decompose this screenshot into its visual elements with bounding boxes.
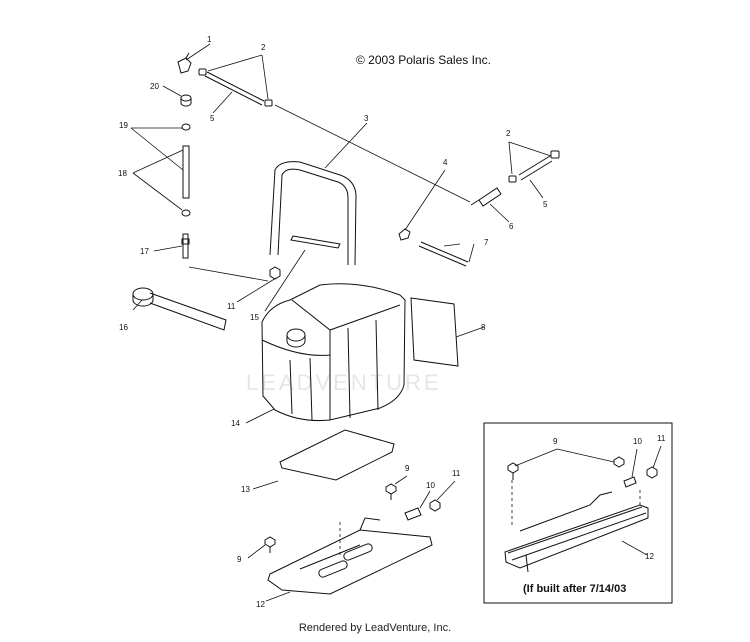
vent-valve-part-4[interactable] xyxy=(398,228,411,241)
callout-16: 16 xyxy=(119,323,128,332)
inset-callout-11: 11 xyxy=(657,434,666,443)
callout-20: 20 xyxy=(150,82,159,91)
callout-2: 2 xyxy=(261,43,266,52)
callout-11-lower: 11 xyxy=(452,469,461,478)
filter-part-6[interactable] xyxy=(470,187,502,207)
pad-part-8[interactable] xyxy=(410,297,459,367)
inset-callout-9: 9 xyxy=(553,437,558,446)
strap-part-3[interactable] xyxy=(269,161,357,266)
hose-part-5-upper[interactable] xyxy=(204,71,265,106)
callout-2-right: 2 xyxy=(506,129,511,138)
skid-plate-part-12[interactable] xyxy=(267,517,433,595)
clamp-part-2-upper[interactable] xyxy=(198,68,273,107)
pad-part-15[interactable] xyxy=(290,235,341,249)
inset-box xyxy=(483,422,673,604)
nut-part-11[interactable] xyxy=(269,266,281,280)
callout-11: 11 xyxy=(227,302,236,311)
callout-9: 9 xyxy=(405,464,410,473)
callout-5-right: 5 xyxy=(543,200,548,209)
vent-tube-part-18[interactable] xyxy=(181,123,191,217)
hose-part-7[interactable] xyxy=(418,241,469,267)
bolt-part-9-b[interactable] xyxy=(264,536,276,553)
clamp-part-2-right[interactable] xyxy=(508,150,560,183)
inset-callout-10: 10 xyxy=(633,437,642,446)
callout-19: 19 xyxy=(119,121,128,130)
fitting-part-17[interactable] xyxy=(181,233,190,259)
callout-8: 8 xyxy=(481,323,486,332)
vent-fitting-part-1[interactable] xyxy=(177,52,192,74)
gasket-part-13[interactable] xyxy=(279,429,395,481)
inset-caption: (If built after 7/14/03 xyxy=(523,583,627,595)
callout-1: 1 xyxy=(207,35,212,44)
callout-10: 10 xyxy=(426,481,435,490)
cap-part-20[interactable] xyxy=(180,94,192,107)
leader-lines xyxy=(130,43,552,602)
callout-12: 12 xyxy=(256,600,265,609)
callout-4: 4 xyxy=(443,158,448,167)
callout-6: 6 xyxy=(509,222,514,231)
hose-part-5-right[interactable] xyxy=(518,155,553,181)
footer-credit: Rendered by LeadVenture, Inc. xyxy=(298,622,452,634)
inset-nut-part-11[interactable] xyxy=(646,466,658,479)
callout-18: 18 xyxy=(118,169,127,178)
inset-leader-lines xyxy=(511,445,662,556)
callout-9-lower: 9 xyxy=(237,555,242,564)
inset-callout-12: 12 xyxy=(645,552,654,561)
callout-15: 15 xyxy=(250,313,259,322)
callout-17: 17 xyxy=(140,247,149,256)
callout-3: 3 xyxy=(364,114,369,123)
callout-7: 7 xyxy=(484,238,489,247)
inset-bolt-part-9-a[interactable] xyxy=(507,462,519,480)
bolt-part-9-a[interactable] xyxy=(385,483,397,500)
spacer-part-10[interactable] xyxy=(404,507,422,521)
inset-bolt-part-9-b[interactable] xyxy=(613,456,625,468)
callout-13: 13 xyxy=(241,485,250,494)
fuel-tank-part-14[interactable] xyxy=(261,283,406,421)
nut-part-11-lower[interactable] xyxy=(429,499,441,512)
fuel-sender-part-16[interactable] xyxy=(132,287,227,331)
copyright-notice: © 2003 Polaris Sales Inc. xyxy=(356,53,491,67)
inset-spacer-part-10[interactable] xyxy=(623,476,637,488)
inset-skid-plate-part-12[interactable] xyxy=(504,491,649,573)
callout-5: 5 xyxy=(210,114,215,123)
watermark: LEADVENTURE xyxy=(246,370,442,395)
callout-labels: 1 2 20 5 19 18 3 2 4 5 6 7 17 11 15 16 8… xyxy=(118,35,666,609)
callout-14: 14 xyxy=(231,419,240,428)
